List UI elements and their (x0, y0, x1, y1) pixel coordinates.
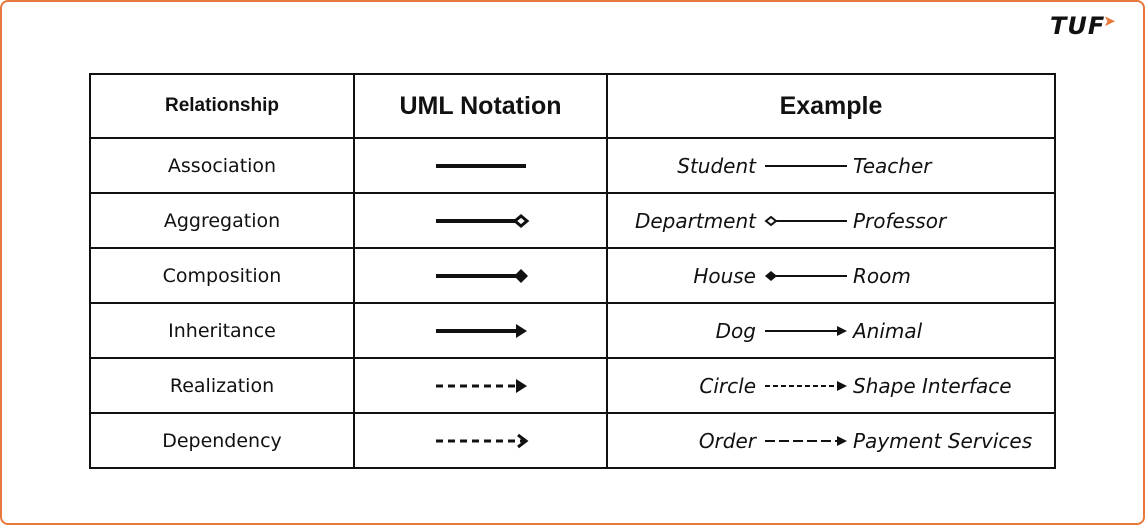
relationship-name: Aggregation (89, 192, 355, 249)
relationship-name: Inheritance (89, 302, 355, 359)
header-relationship: Relationship (89, 73, 355, 139)
tuf-logo: TUF➤ (1050, 12, 1117, 40)
composition-line-icon (765, 270, 847, 281)
example-left: Circle (699, 373, 756, 398)
realization-line-icon (765, 380, 847, 391)
table-header-row: Relationship UML Notation Example (89, 73, 1056, 139)
header-example: Example (606, 73, 1056, 139)
relationship-name: Realization (89, 357, 355, 414)
example-left: Student (677, 153, 756, 178)
table-row: Aggregation Department Professor (89, 192, 1056, 249)
example-right: Shape Interface (853, 373, 1012, 398)
example-left: House (693, 263, 756, 288)
relationship-name: Association (89, 137, 355, 194)
example-left: Order (698, 428, 756, 453)
notation-dependency-icon (353, 412, 608, 469)
table-row: Realization Circle Shape Interface (89, 357, 1056, 414)
example-left: Dog (715, 318, 756, 343)
example-cell: House Room (606, 247, 1056, 304)
example-right: Professor (853, 208, 947, 233)
example-right: Payment Services (853, 428, 1033, 453)
notation-aggregation-icon (353, 192, 608, 249)
example-cell: Order Payment Services (606, 412, 1056, 469)
example-cell: Student Teacher (606, 137, 1056, 194)
notation-realization-icon (353, 357, 608, 414)
table-row: Inheritance Dog Animal (89, 302, 1056, 359)
table-row: Composition House Room (89, 247, 1056, 304)
association-line-icon (765, 164, 847, 167)
notation-inheritance-icon (353, 302, 608, 359)
example-right: Room (853, 263, 911, 288)
table-row: Association Student Teacher (89, 137, 1056, 194)
example-right: Animal (853, 318, 923, 343)
example-right: Teacher (853, 153, 932, 178)
dependency-line-icon (765, 435, 847, 446)
notation-composition-icon (353, 247, 608, 304)
header-uml-notation: UML Notation (353, 73, 608, 139)
aggregation-line-icon (764, 215, 847, 226)
inheritance-line-icon (765, 325, 847, 336)
table-row: Dependency Order Payment Services (89, 412, 1056, 469)
relationship-name: Composition (89, 247, 355, 304)
example-cell: Dog Animal (606, 302, 1056, 359)
notation-association-icon (353, 137, 608, 194)
uml-relationship-table: Relationship UML Notation Example Associ… (89, 73, 1056, 469)
example-cell: Department Professor (606, 192, 1056, 249)
example-cell: Circle Shape Interface (606, 357, 1056, 414)
relationship-name: Dependency (89, 412, 355, 469)
example-left: Department (634, 208, 756, 233)
